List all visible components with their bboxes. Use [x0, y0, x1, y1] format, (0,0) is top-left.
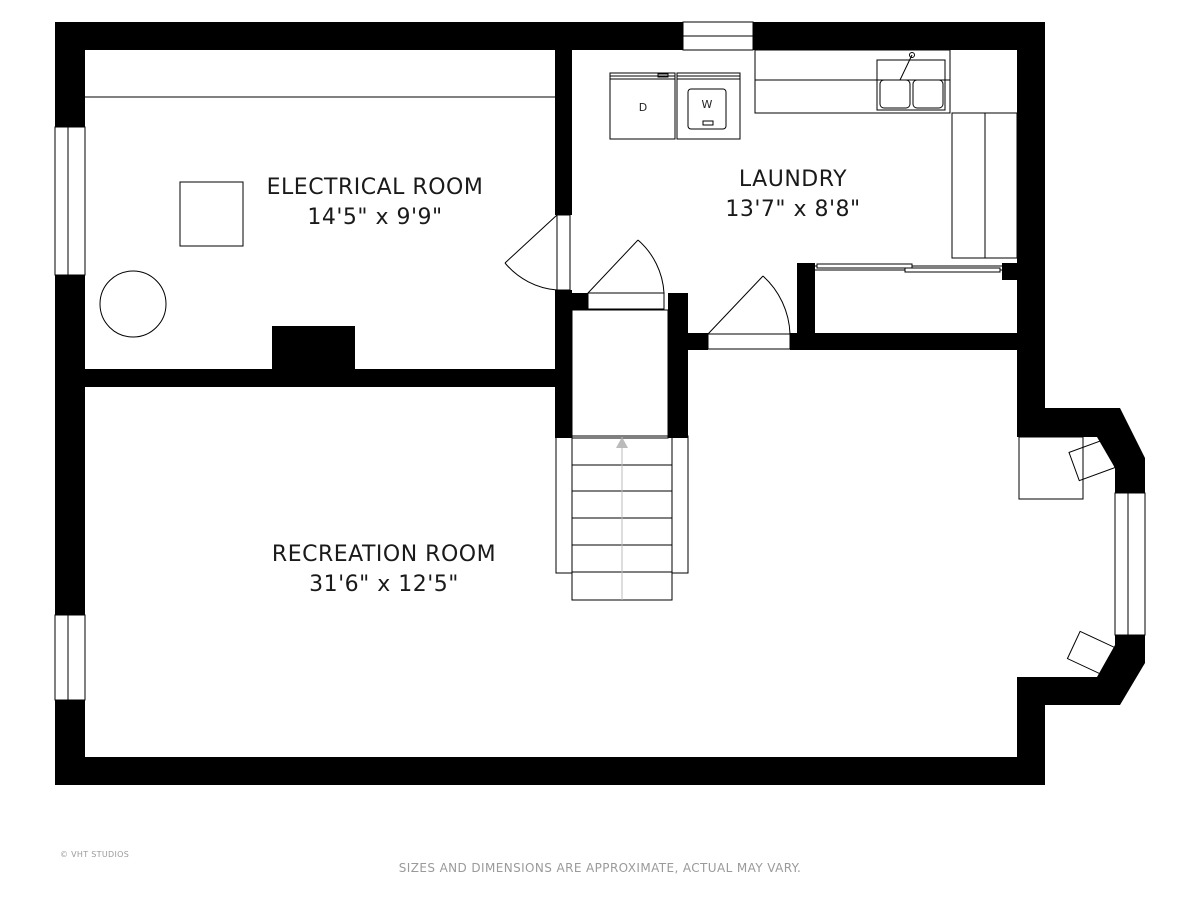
bay-chair-top	[1068, 438, 1116, 482]
door-electrical	[504, 214, 571, 291]
wall-electrical-laundry-upper	[555, 50, 572, 215]
laundry-counter	[754, 49, 951, 114]
door-stair-landing	[587, 239, 665, 310]
bay-wall-top	[1017, 408, 1145, 493]
wall-bottom	[55, 757, 1045, 785]
laundry-sink	[876, 52, 946, 111]
windows	[54, 21, 1146, 701]
washer	[676, 72, 741, 140]
dryer	[609, 72, 676, 140]
room-label-laundry: LAUNDRY 13'7" x 8'8"	[725, 167, 860, 222]
doors	[504, 214, 1002, 350]
stair-arrow-head	[616, 437, 628, 448]
stair-landing	[571, 309, 669, 439]
bay-wall-bottom	[1017, 635, 1145, 705]
wall-laundry-rec-right	[790, 333, 1017, 350]
washer-label: W	[702, 98, 713, 111]
window-top	[682, 21, 754, 51]
room-label-electrical: ELECTRICAL ROOM 14'5" x 9'9"	[267, 175, 484, 230]
wall-electrical-laundry-lower	[555, 290, 572, 438]
door-closet-sliding	[815, 263, 1002, 273]
wall-stair-door-left	[572, 293, 588, 310]
copyright-credit: © VHT STUDIOS	[60, 850, 130, 859]
room-name: LAUNDRY	[739, 167, 847, 192]
dimensions-disclaimer: SIZES AND DIMENSIONS ARE APPROXIMATE, AC…	[398, 861, 802, 875]
interior-walls	[85, 50, 1017, 438]
room-name: RECREATION ROOM	[272, 542, 496, 567]
window-left-lower	[54, 614, 86, 701]
staircase	[555, 309, 689, 601]
wall-right-upper	[1017, 22, 1045, 437]
rec-corner-table	[1018, 436, 1084, 500]
room-dimensions: 14'5" x 9'9"	[307, 205, 442, 230]
wall-electrical-rec	[85, 369, 557, 387]
window-bay-front	[1114, 492, 1146, 636]
wall-top	[55, 22, 1045, 50]
stair-rail-left	[555, 435, 573, 574]
window-left-upper	[54, 126, 86, 276]
laundry-cabinet	[951, 112, 1018, 259]
electrical-panel	[179, 181, 244, 247]
wall-closet-left	[797, 263, 815, 350]
room-label-recreation: RECREATION ROOM 31'6" x 12'5"	[272, 542, 496, 597]
room-dimensions: 31'6" x 12'5"	[309, 572, 459, 597]
bay-chair-bottom	[1066, 630, 1116, 676]
door-laundry-rec	[707, 275, 791, 350]
fixtures	[85, 49, 1116, 676]
dryer-label: D	[639, 101, 647, 114]
wall-closet-right-stub	[1002, 263, 1017, 280]
room-dimensions: 13'7" x 8'8"	[725, 197, 860, 222]
room-name: ELECTRICAL ROOM	[267, 175, 484, 200]
chimney	[272, 326, 355, 387]
wall-laundry-rec-left	[688, 333, 708, 350]
stair-rail-right	[671, 435, 689, 574]
water-heater	[99, 270, 167, 338]
wall-stair-right	[668, 293, 688, 438]
